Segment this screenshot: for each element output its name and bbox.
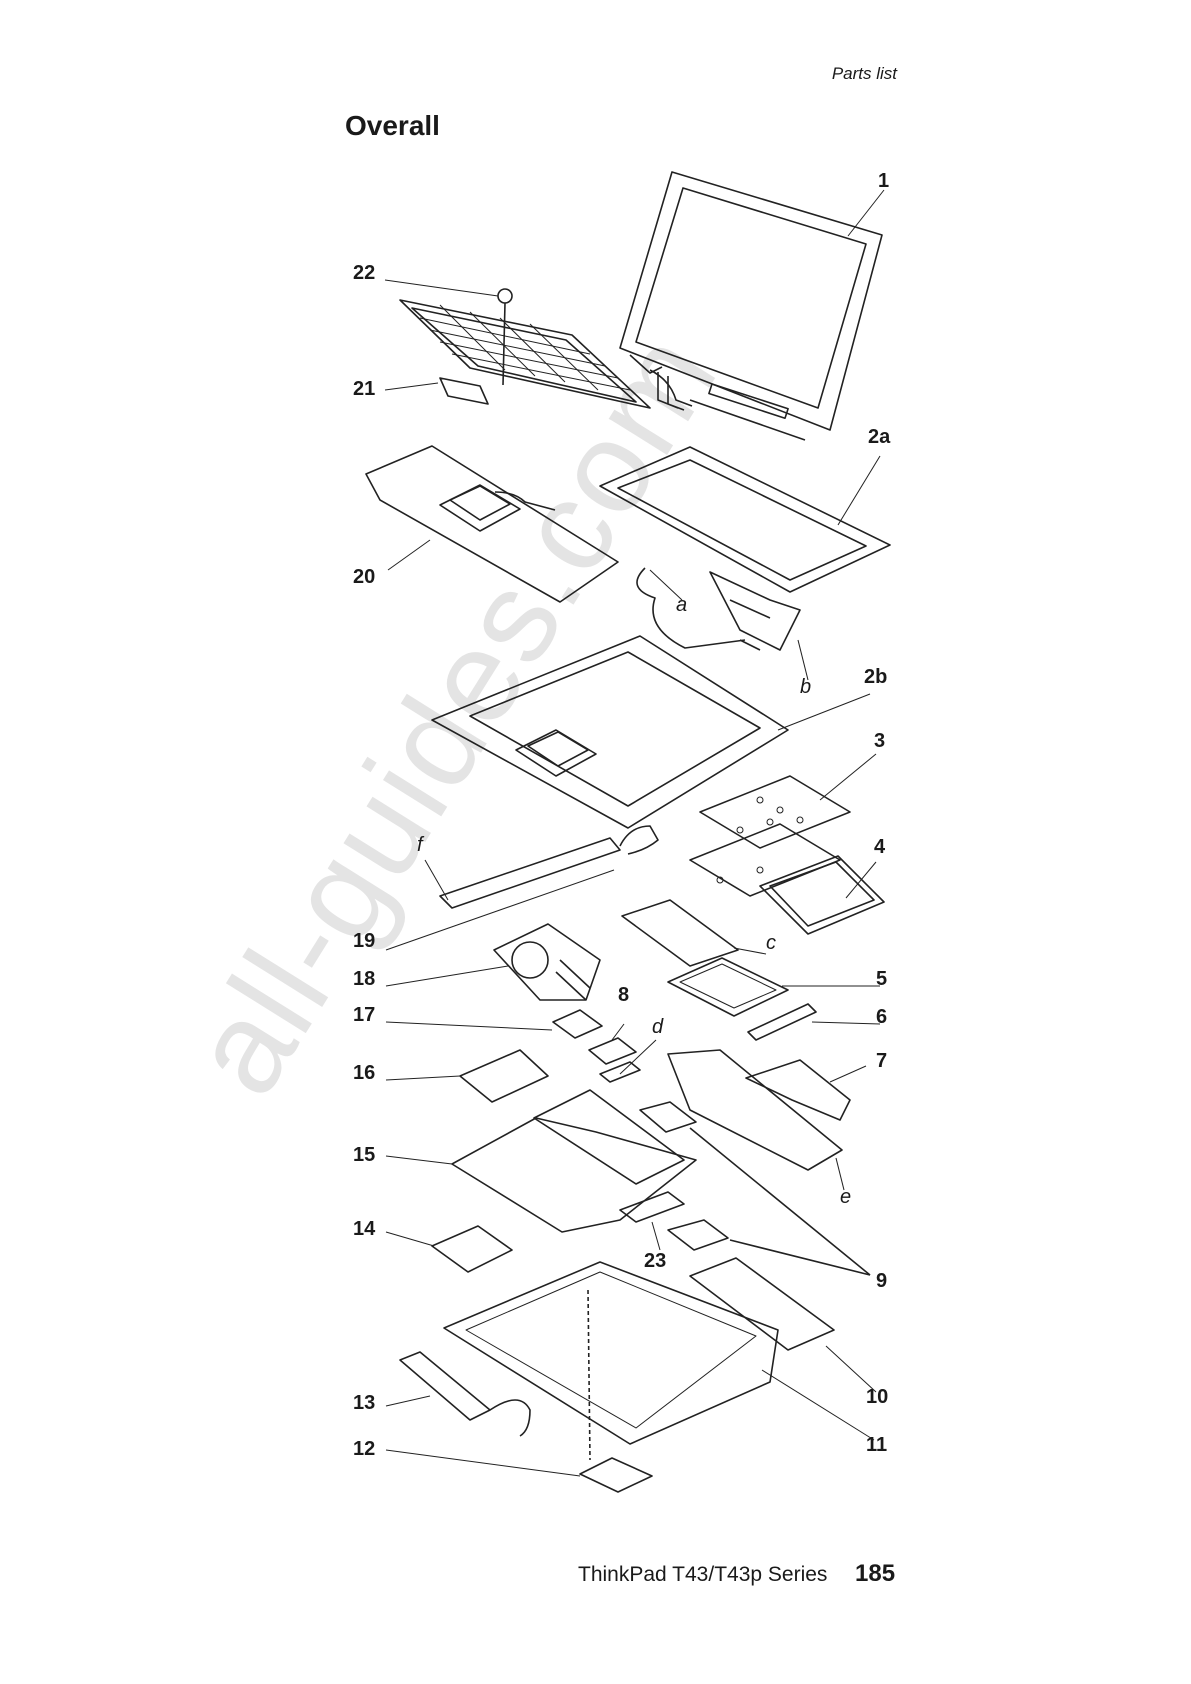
callout-15: 15 bbox=[353, 1144, 375, 1167]
callout-10: 10 bbox=[866, 1386, 888, 1409]
io-bracket bbox=[668, 1050, 850, 1170]
small-cover bbox=[580, 1458, 652, 1492]
base-cover bbox=[444, 1262, 778, 1460]
callout-4: 4 bbox=[874, 836, 885, 859]
callout-d: d bbox=[652, 1016, 663, 1039]
footer-product: ThinkPad T43/T43p Series bbox=[578, 1563, 827, 1587]
callout-13: 13 bbox=[353, 1392, 375, 1415]
callout-12: 12 bbox=[353, 1438, 375, 1461]
callout-2a: 2a bbox=[868, 426, 890, 449]
callout-8: 8 bbox=[618, 984, 629, 1007]
callout-3: 3 bbox=[874, 730, 885, 753]
callout-2b: 2b bbox=[864, 666, 887, 689]
callout-b: b bbox=[800, 676, 811, 699]
callout-1: 1 bbox=[878, 170, 889, 193]
callout-23: 23 bbox=[644, 1250, 666, 1273]
callout-20: 20 bbox=[353, 566, 375, 589]
callout-c: c bbox=[766, 932, 776, 955]
callout-17: 17 bbox=[353, 1004, 375, 1027]
sub-card bbox=[620, 1192, 684, 1222]
callout-7: 7 bbox=[876, 1050, 887, 1073]
pc-card-cover bbox=[432, 1226, 512, 1272]
palm-rest bbox=[366, 446, 618, 602]
hard-disk-drive bbox=[668, 958, 816, 1040]
callout-11: 11 bbox=[866, 1434, 887, 1457]
leader-lines bbox=[385, 190, 884, 1476]
callout-a: a bbox=[676, 594, 687, 617]
callout-9: 9 bbox=[876, 1270, 887, 1293]
callout-16: 16 bbox=[353, 1062, 375, 1085]
callout-f: f bbox=[417, 834, 423, 857]
cpu bbox=[553, 1010, 640, 1082]
callout-5: 5 bbox=[876, 968, 887, 991]
callout-14: 14 bbox=[353, 1218, 375, 1241]
page-number: 185 bbox=[855, 1560, 895, 1588]
memory-module bbox=[640, 1102, 870, 1275]
callout-19: 19 bbox=[353, 930, 375, 953]
support-bracket bbox=[440, 826, 738, 966]
optical-drive bbox=[760, 856, 884, 934]
keyboard bbox=[400, 289, 650, 408]
callout-18: 18 bbox=[353, 968, 375, 991]
keyboard-bezel bbox=[432, 636, 788, 828]
fan-heatsink bbox=[494, 924, 600, 1000]
system-board bbox=[452, 1090, 696, 1232]
pc-card-slot bbox=[690, 776, 850, 896]
callout-e: e bbox=[840, 1186, 851, 1209]
lcd-assembly bbox=[620, 172, 882, 440]
speaker bbox=[400, 1352, 530, 1436]
mini-pci-card bbox=[460, 1050, 548, 1102]
callout-6: 6 bbox=[876, 1006, 887, 1029]
callout-22: 22 bbox=[353, 262, 375, 285]
callout-21: 21 bbox=[353, 378, 375, 401]
